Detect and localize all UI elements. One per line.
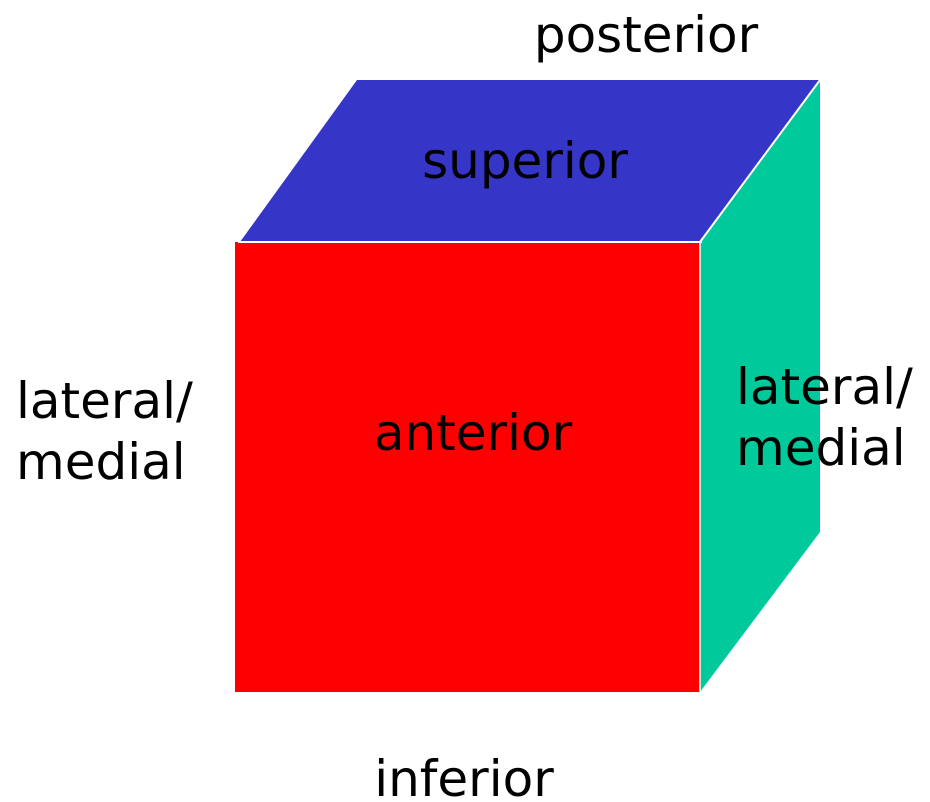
inferior-label: inferior (374, 750, 554, 802)
left-lateral-medial-line2: medial (16, 433, 186, 491)
top-side-edge (699, 79, 821, 243)
anterior-label: anterior (374, 404, 573, 462)
posterior-label: posterior (534, 6, 759, 64)
anterior-face (235, 242, 700, 692)
left-lateral-medial-line1: lateral/ (16, 372, 193, 430)
right-lateral-medial-line1: lateral/ (736, 358, 913, 416)
superior-label: superior (422, 132, 628, 190)
side-face (700, 80, 820, 692)
right-lateral-medial-line2: medial (736, 419, 906, 477)
superior-face (240, 80, 820, 242)
